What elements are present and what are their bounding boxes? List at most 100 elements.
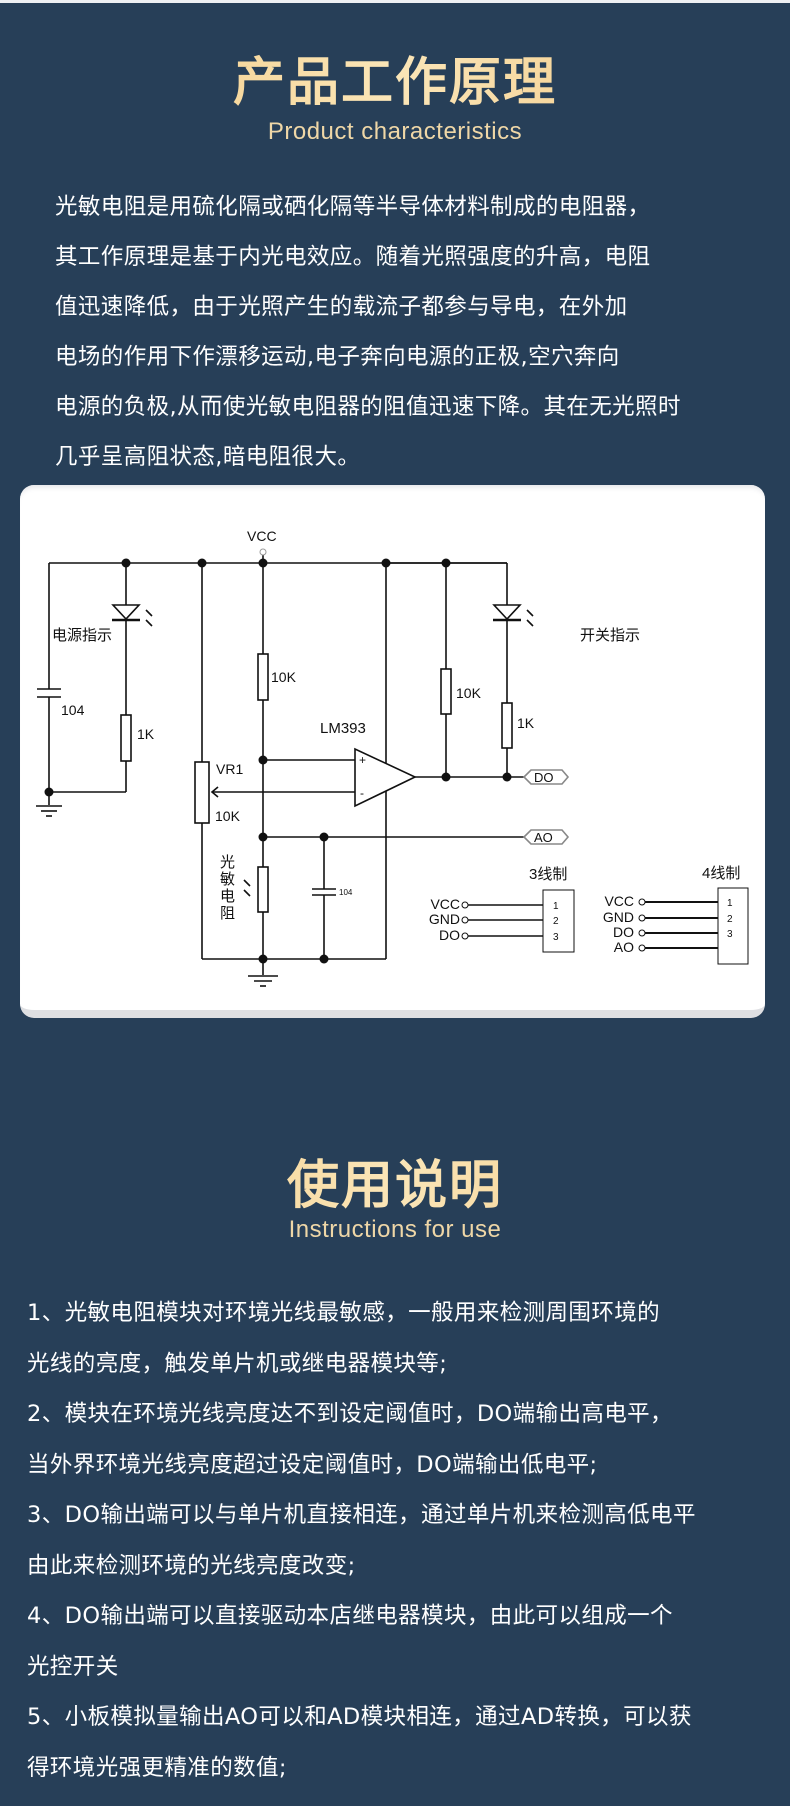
resistor-power-led	[120, 714, 132, 762]
resistor-10k-divider	[257, 653, 269, 701]
junction-dot	[258, 832, 268, 842]
instruction-line: 光线的亮度，触发单片机或继电器模块等;	[27, 1350, 448, 1377]
connector-3wire-body	[542, 889, 575, 953]
do-port-tag	[522, 769, 570, 785]
light-ray	[526, 609, 534, 617]
connector-3wire-pin: DO	[439, 927, 460, 943]
instruction-line: 光控开关	[27, 1653, 119, 1680]
ldr-label-char: 敏	[220, 871, 235, 888]
res-divider-label: 10K	[271, 669, 297, 685]
instruction-line: 5、小板模拟量输出AO可以和AD模块相连，通过AD转换，可以获	[27, 1704, 692, 1730]
ldr-label-char: 电	[220, 888, 235, 905]
paragraph-line: 光敏电阻是用硫化隔或硒化隔等半导体材料制成的电阻器，	[55, 194, 651, 220]
light-ray	[526, 619, 534, 627]
instruction-line: 当外界环境光线亮度超过设定阈值时，DO端输出低电平;	[27, 1451, 598, 1478]
junction-dot	[197, 558, 207, 568]
instruction-line: 得环境光强更精准的数值;	[27, 1754, 287, 1781]
connector-4wire-pin-number: 3	[727, 929, 733, 940]
paragraph-line: 电场的作用下作漂移运动,电子奔向电源的正极,空穴奔向	[55, 344, 620, 370]
junction-dot	[258, 558, 268, 568]
light-ray	[145, 609, 153, 617]
junction-dot	[44, 787, 54, 797]
junction-dot	[319, 832, 329, 842]
instruction-line: 4、DO输出端可以直接驱动本店继电器模块，由此可以组成一个	[27, 1603, 673, 1629]
connector-4wire-pin-number: 1	[727, 898, 733, 909]
paragraph-line: 几乎呈高阻状态,暗电阻很大。	[55, 444, 361, 470]
light-ray	[145, 619, 153, 627]
terminal-circle	[461, 932, 469, 940]
circuit-schematic: VCC 电源指示 开关指示 104 1K 10K 10K 1K LM393 + …	[36, 528, 749, 987]
do-port-label: DO	[534, 770, 554, 785]
res-pullup-label: 10K	[456, 685, 482, 701]
comparator-label: LM393	[320, 720, 366, 737]
switch-indicator-label: 开关指示	[580, 627, 640, 644]
res-switch-led-label: 1K	[517, 715, 535, 731]
junction-dot	[121, 558, 131, 568]
terminal-circle	[638, 929, 646, 937]
pot-label: VR1	[216, 761, 243, 777]
power-led	[111, 604, 141, 621]
resistor-switch-led	[501, 702, 513, 749]
junction-dot	[381, 558, 391, 568]
light-ray	[243, 879, 251, 887]
instruction-line: 3、DO输出端可以与单片机直接相连，通过单片机来检测高低电平	[27, 1502, 696, 1528]
instructions-list: 1、光敏电阻模块对环境光线最敏感，一般用来检测周围环境的 光线的亮度，触发单片机…	[27, 1288, 787, 1793]
section-subtitle-product-characteristics: Product characteristics	[267, 118, 523, 145]
connector-4wire-pin: GND	[603, 909, 634, 925]
ao-port-label: AO	[534, 830, 553, 845]
working-principle-paragraph: 光敏电阻是用硫化隔或硒化隔等半导体材料制成的电阻器， 其工作原理是基于内光电效应…	[55, 182, 775, 482]
terminal-circle	[638, 914, 646, 922]
connector-3wire-title: 3线制	[529, 866, 567, 883]
connector-4wire-body	[717, 887, 749, 965]
res-power-led-label: 1K	[137, 726, 155, 742]
connector-3wire-pin-number: 1	[553, 901, 559, 912]
junction-dot	[258, 954, 268, 964]
potentiometer-vr1	[194, 761, 210, 824]
ldr-label-char: 光	[220, 854, 235, 871]
section-title-working-principle: 产品工作原理	[0, 40, 790, 115]
junction-dot	[441, 558, 451, 568]
paragraph-line: 电源的负极,从而使光敏电阻器的阻值迅速下降。其在无光照时	[55, 394, 681, 420]
vcc-terminal	[259, 548, 267, 556]
vcc-label: VCC	[247, 528, 277, 544]
connector-3wire-pin-number: 2	[553, 916, 559, 927]
connector-4wire-pin-number: 2	[727, 914, 733, 925]
section-subtitle-instructions-for-use: Instructions for use	[288, 1216, 502, 1243]
connector-3wire-pin-number: 3	[553, 932, 559, 943]
comparator-lm393	[354, 747, 417, 808]
instruction-line: 由此来检测环境的光线亮度改变;	[27, 1552, 356, 1579]
instruction-line: 1、光敏电阻模块对环境光线最敏感，一般用来检测周围环境的	[27, 1300, 661, 1326]
minus-input-sign: -	[360, 786, 364, 800]
pot-value-label: 10K	[215, 808, 241, 824]
resistor-pullup	[440, 668, 452, 715]
power-indicator-label: 电源指示	[52, 627, 112, 644]
terminal-circle	[461, 901, 469, 909]
junction-dot	[258, 755, 268, 765]
plus-input-sign: +	[359, 753, 366, 767]
wiper-arrow	[210, 786, 219, 798]
cap-mid-label: 104	[339, 888, 353, 897]
connector-3wire-pin: VCC	[430, 896, 460, 912]
connector-4wire-pin: DO	[613, 924, 634, 940]
light-ray	[243, 889, 251, 897]
terminal-circle	[638, 898, 646, 906]
paragraph-line: 值迅速降低，由于光照产生的载流子都参与导电，在外加	[55, 294, 628, 320]
connector-4wire-pin: AO	[614, 939, 634, 955]
circuit-diagram-card: VCC 电源指示 开关指示 104 1K 10K 10K 1K LM393 + …	[20, 485, 765, 1018]
photoresistor	[257, 866, 269, 913]
paragraph-line: 其工作原理是基于内光电效应。随着光照强度的升高，电阻	[55, 244, 651, 270]
top-divider-strip	[0, 0, 790, 3]
switch-led	[492, 604, 522, 621]
ldr-label-char: 阻	[220, 905, 235, 922]
cap-left-label: 104	[61, 702, 85, 718]
connector-4wire-pin: VCC	[604, 893, 634, 909]
ao-port-tag	[522, 829, 570, 845]
connector-4wire-title: 4线制	[702, 865, 740, 882]
junction-dot	[441, 772, 451, 782]
instruction-line: 2、模块在环境光线亮度达不到设定阈值时，DO端输出高电平，	[27, 1401, 673, 1427]
section-title-instructions: 使用说明	[0, 1143, 790, 1218]
connector-3wire-pin: GND	[429, 911, 460, 927]
junction-dot	[319, 954, 329, 964]
terminal-circle	[461, 916, 469, 924]
junction-dot	[502, 772, 512, 782]
